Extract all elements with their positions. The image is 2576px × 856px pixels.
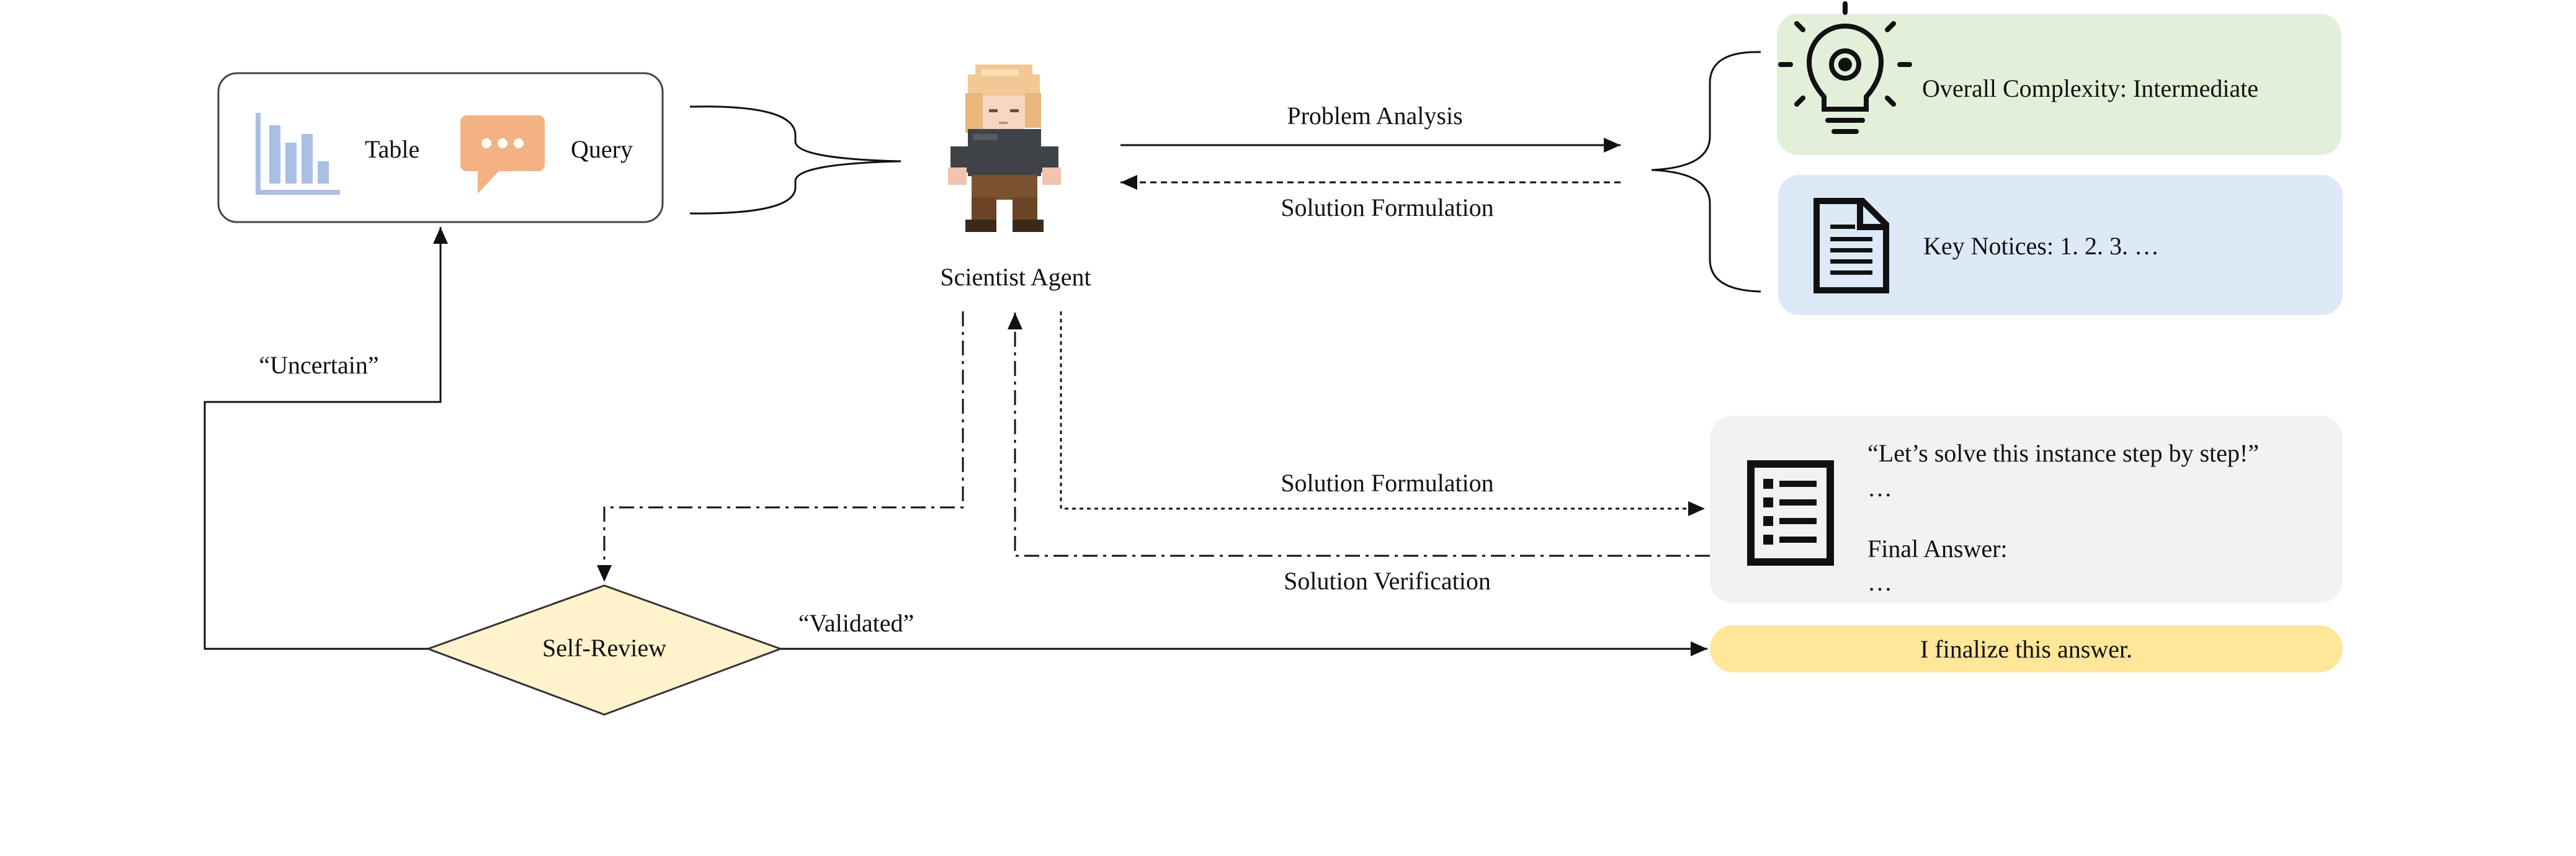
input-box: Table Query [217,72,664,223]
complexity-box: Overall Complexity: Intermediate [1777,1,2341,155]
solution-formulation-mid-label: Solution Formulation [1281,469,1493,497]
solution-line-4: … [1867,568,1892,596]
solution-box: “Let’s solve this instance step by step!… [1710,416,2343,603]
solution-formulation-arrow [1060,311,1705,516]
solution-line-3: Final Answer: [1867,535,2008,563]
checklist-icon [1747,460,1834,566]
solution-formulation-top-label: Solution Formulation [1281,194,1493,221]
key-notices-box: Key Notices: 1. 2. 3. … [1778,175,2343,315]
complexity-text: Overall Complexity: Intermediate [1922,74,2258,102]
uncertain-arrow [203,227,448,650]
solution-verification-arrow [1008,313,1710,557]
uncertain-label: “Uncertain” [259,351,378,379]
solution-verification-label: Solution Verification [1284,567,1491,595]
bar-chart-icon [256,113,340,195]
final-answer-label: I finalize this answer. [1920,635,2132,663]
self-review-request-arrow [597,311,964,582]
query-label: Query [571,135,633,163]
input-bracket [689,105,901,215]
solution-line-2: … [1867,474,1892,502]
self-review-label: Self-Review [542,634,666,662]
agent-label: Scientist Agent [940,263,1091,291]
key-notices-text: Key Notices: 1. 2. 3. … [1923,232,2159,260]
solution-line-1: “Let’s solve this instance step by step!… [1867,439,2259,467]
lightbulb-gear-icon [1778,1,1912,134]
table-label: Table [365,135,419,163]
problem-analysis-label: Problem Analysis [1287,102,1462,130]
analysis-bracket [1651,51,1761,293]
final-answer-box: I finalize this answer. [1710,625,2343,672]
pixel-character-icon [948,65,1061,232]
self-review-node: Self-Review [425,584,784,716]
validated-label: “Validated” [798,609,915,637]
chat-bubble-icon [460,115,545,194]
document-icon [1813,198,1889,293]
